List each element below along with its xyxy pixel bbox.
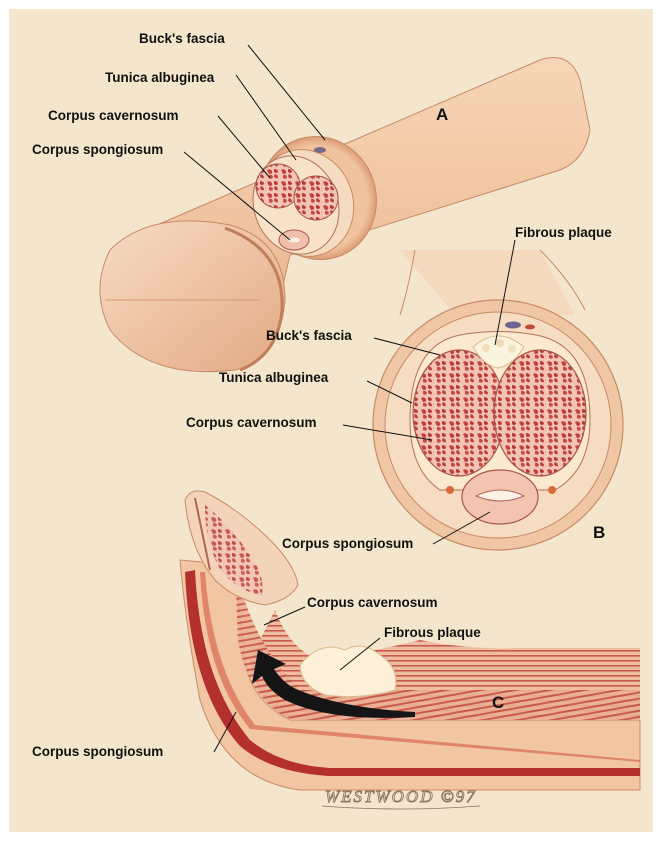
label-a-corpus-spongiosum: Corpus spongiosum	[32, 142, 163, 157]
label-b-tunica-albuginea: Tunica albuginea	[219, 370, 329, 385]
panel-b-corpus-cavernosum-left	[413, 350, 505, 476]
label-b-bucks-fascia: Buck's fascia	[266, 328, 352, 343]
label-b-corpus-cavernosum: Corpus cavernosum	[186, 415, 317, 430]
label-b-corpus-spongiosum: Corpus spongiosum	[282, 536, 413, 551]
label-c-corpus-cavernosum: Corpus cavernosum	[307, 595, 438, 610]
label-a-tunica-albuginea: Tunica albuginea	[105, 70, 215, 85]
artist-signature: WESTWOOD ©97	[325, 787, 477, 806]
panel-b-corpus-cavernosum-right	[494, 350, 586, 476]
label-a-corpus-cavernosum: Corpus cavernosum	[48, 108, 179, 123]
label-b-fibrous-plaque: Fibrous plaque	[515, 225, 612, 240]
label-a-bucks-fascia: Buck's fascia	[139, 31, 225, 46]
panel-label-c: C	[492, 693, 504, 712]
label-c-fibrous-plaque: Fibrous plaque	[384, 625, 481, 640]
panel-label-a: A	[436, 105, 448, 124]
panel-label-b: B	[593, 523, 605, 542]
label-c-corpus-spongiosum: Corpus spongiosum	[32, 744, 163, 759]
